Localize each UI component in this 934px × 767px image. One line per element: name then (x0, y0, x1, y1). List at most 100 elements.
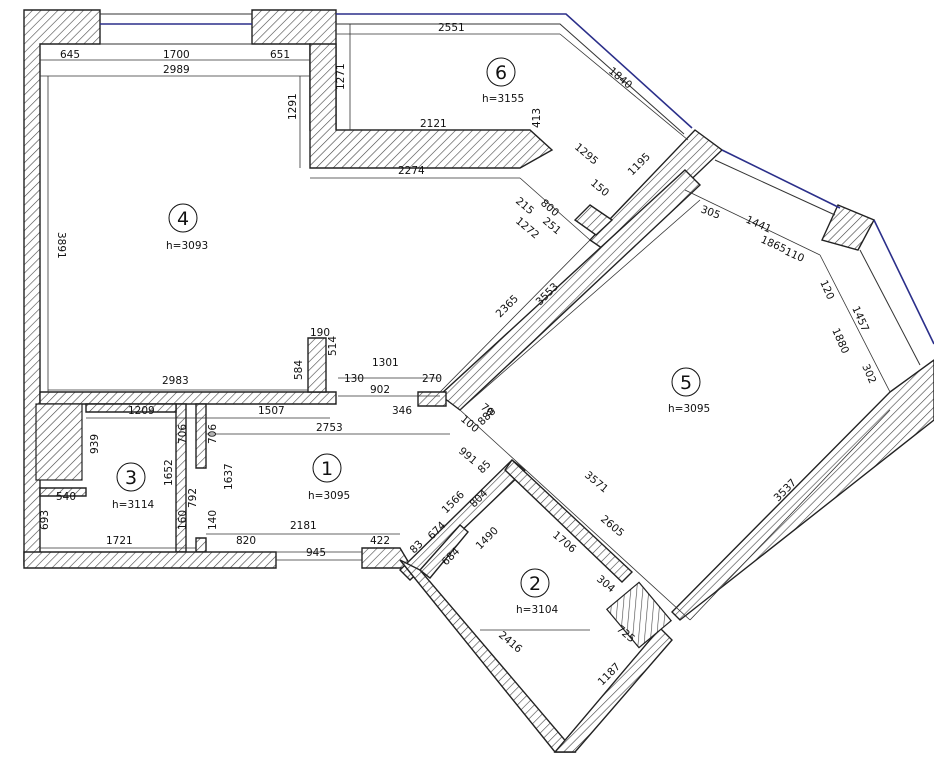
wall-room5-right (671, 359, 934, 621)
wall-room3-mid (39, 487, 87, 497)
wall-room4-bottom (39, 391, 337, 405)
wall-pier-190 (307, 337, 327, 393)
dim-label: 820 (236, 535, 256, 547)
dim-label: 346 (392, 405, 412, 417)
room-3-label: 3 h=3114 (112, 462, 154, 511)
dim-label: 85 (476, 458, 494, 476)
shaft-room2 (605, 581, 673, 649)
dim-label: 1291 (287, 93, 299, 120)
dim-label: 706 (207, 424, 219, 444)
dim-label: 160 (177, 510, 189, 530)
wall-room5-top-pier (821, 204, 875, 251)
dim-label: 2989 (163, 64, 190, 76)
dim-label: 270 (422, 373, 442, 385)
room-height: h=3114 (112, 499, 154, 511)
wall-bottom-left (23, 551, 277, 569)
dim-label: 302 (859, 362, 878, 385)
room-height: h=3095 (668, 403, 710, 415)
dim-label: 1637 (223, 463, 235, 490)
dim-label: 304 (594, 573, 617, 595)
dim-label: 1272 (513, 215, 541, 241)
dim-label: 514 (327, 336, 339, 356)
dim-label: 413 (531, 108, 543, 128)
dim-label: 140 (207, 510, 219, 530)
room-height: h=3104 (516, 604, 558, 616)
dim-label: 2605 (598, 513, 626, 539)
dim-label: 991 (456, 445, 479, 467)
walls (23, 9, 934, 753)
room-height: h=3093 (166, 240, 208, 252)
dim-label: 1271 (335, 63, 347, 90)
wall-stub-270 (417, 391, 447, 407)
dim-label: 584 (293, 360, 305, 380)
room-4-label: 4 h=3093 (166, 203, 208, 252)
dim-label: 945 (306, 547, 326, 559)
dim-label: 190 (310, 327, 330, 339)
dim-label: 2753 (316, 422, 343, 434)
dim-label: 902 (370, 384, 390, 396)
wall-room2-top (399, 459, 527, 581)
dim-label: 1301 (372, 357, 399, 369)
room-6-label: 6 h=3155 (482, 57, 524, 105)
wall-room2-inner (418, 524, 469, 579)
room-2-label: 2 h=3104 (516, 568, 558, 616)
dim-label: 2983 (162, 375, 189, 387)
wall-diagonal-shaft (573, 204, 614, 236)
dim-label: 1880 (829, 326, 851, 355)
dim-label: 1652 (163, 459, 175, 486)
dim-label: 1700 (163, 49, 190, 61)
wall-room6-bottom (309, 43, 554, 169)
wall-room2-left (399, 559, 577, 753)
dim-label: 2416 (496, 629, 524, 656)
dim-label: 130 (344, 373, 364, 385)
dim-label: 1441 (744, 214, 773, 236)
dim-label: 2365 (494, 293, 521, 320)
dim-label: 1721 (106, 535, 133, 547)
dim-label: 3891 (55, 232, 67, 259)
dim-label: 939 (89, 434, 101, 454)
dim-label: 2274 (398, 165, 425, 177)
shaft-left (35, 403, 83, 481)
room-5-label: 5 h=3095 (668, 367, 710, 415)
room-1-label: 1 h=3095 (308, 453, 350, 502)
room-number: 6 (495, 62, 507, 84)
dim-label: 1507 (258, 405, 285, 417)
dim-label: 150 (588, 177, 611, 199)
room-number: 1 (321, 458, 333, 480)
dim-label: 251 (540, 215, 563, 237)
room-height: h=3155 (482, 93, 524, 105)
dim-label: 110 (783, 246, 806, 265)
room-number: 5 (680, 372, 692, 394)
dim-label: 3571 (582, 469, 610, 495)
dim-label: 2181 (290, 520, 317, 532)
dim-label: 540 (56, 491, 76, 503)
room-number: 4 (177, 208, 189, 230)
dim-label: 2121 (420, 118, 447, 130)
room-number: 2 (529, 573, 541, 595)
glazing (100, 13, 934, 366)
dim-label: 693 (39, 510, 51, 530)
wall-room1-left-lower (195, 537, 207, 553)
dim-label: 215 (513, 195, 536, 217)
dim-label: 422 (370, 535, 390, 547)
room-height: h=3095 (308, 490, 350, 502)
dimension-labels: 2551 645 1700 651 2989 1271 1291 1840 21… (39, 22, 878, 688)
dim-label: 706 (177, 424, 189, 444)
dim-label: 651 (270, 49, 290, 61)
wall-top-left-pier (23, 9, 101, 566)
dim-label: 1840 (606, 65, 634, 91)
dimension-lines (40, 24, 891, 631)
room-labels: 6 h=3155 4 h=3093 5 h=3095 1 h=3095 3 h=… (112, 57, 710, 616)
wall-room2-bottom (553, 626, 673, 753)
dim-label: 792 (187, 488, 199, 508)
wall-diagonal-main (438, 169, 702, 411)
wall-room3-top (85, 403, 177, 413)
dim-label: 645 (60, 49, 80, 61)
dim-label: 1490 (474, 525, 501, 552)
wall-room1-left (195, 403, 207, 469)
room-number: 3 (125, 467, 137, 489)
dim-label: 1295 (572, 141, 600, 167)
dim-label: 2551 (438, 22, 465, 34)
dim-label: 1209 (128, 405, 155, 417)
